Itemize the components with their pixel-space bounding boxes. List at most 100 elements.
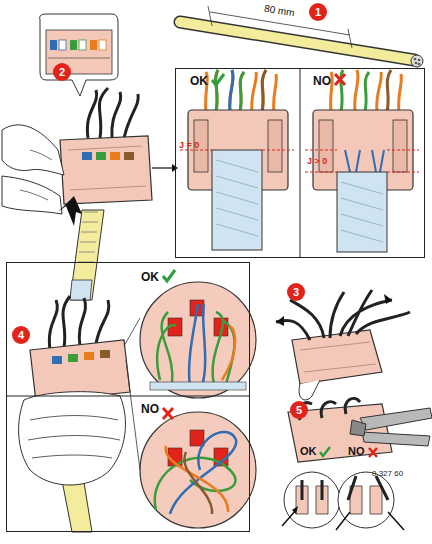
trim-detail-ok (292, 506, 298, 514)
comparison-panel: OK NO (6, 262, 250, 532)
zoom-circle-ok (222, 326, 235, 380)
zoom-circle-no (166, 446, 228, 512)
hand-with-connector (152, 167, 172, 168)
connector-with-cutter (362, 432, 430, 446)
connector-ok-view (268, 120, 282, 172)
no-cross (335, 74, 345, 85)
ok-check (212, 74, 224, 85)
connector-wire-twist (276, 290, 410, 400)
connector-ok-view (230, 70, 233, 112)
hand-with-connector (19, 296, 140, 532)
dimension-label: 80 mm (263, 4, 295, 19)
zoom-circle-no (184, 452, 212, 514)
hand-with-connector (78, 212, 98, 262)
hand-with-connector (87, 88, 138, 138)
dimension-line (348, 29, 352, 48)
hand-with-connector (124, 152, 134, 160)
connector-ok-view (262, 70, 266, 112)
connector-no-view (341, 182, 383, 242)
trim-detail-ok (302, 480, 322, 500)
zoom-inset (59, 40, 66, 50)
stripped-cable (415, 62, 418, 65)
connector-with-cutter (350, 420, 366, 436)
connector-ok-view (180, 70, 294, 250)
connector-ok-view (216, 70, 244, 112)
hand-with-connector (2, 88, 178, 300)
stripped-cable (180, 22, 414, 60)
zoom-inset (79, 40, 86, 50)
callout-number: 1 (309, 3, 327, 21)
connector-with-cutter (299, 398, 360, 420)
trim-detail-no (338, 472, 394, 528)
ok-heading: OK (141, 271, 159, 283)
callout-number: 3 (287, 283, 305, 301)
trim-detail-ok (282, 510, 296, 526)
hand-with-connector (2, 176, 62, 214)
zoom-inset (48, 58, 110, 59)
zoom-circle-ok (150, 382, 246, 390)
trim-detail-no (348, 476, 388, 500)
zoom-inset (50, 40, 57, 50)
comparison-panel: OKNOJ = 0J > 0 (175, 68, 425, 258)
hand-with-connector (124, 318, 140, 346)
zoom-inset (70, 40, 77, 50)
hand-with-connector (70, 210, 104, 300)
no-heading: NO (348, 446, 365, 457)
hand-with-connector (68, 146, 146, 190)
zoom-circle-no (190, 430, 204, 446)
zoom-inset (99, 40, 106, 50)
connector-no-view (345, 150, 384, 172)
hand-with-connector (126, 360, 140, 470)
ok-heading: OK (300, 446, 317, 457)
connector-wire-twist (292, 330, 382, 384)
callout-number: 2 (53, 63, 71, 81)
trim-detail-no (350, 486, 382, 514)
connector-ok-view (206, 70, 277, 112)
zoom-inset (90, 40, 97, 50)
panel-divider (300, 68, 301, 258)
zoom-circle-no (140, 412, 256, 528)
ok-heading: OK (190, 75, 208, 87)
ok-check (163, 74, 330, 456)
hand-with-connector (20, 150, 52, 200)
zoom-circle-ok (140, 282, 256, 398)
gap-note: J = 0 (179, 141, 199, 150)
connector-ok-view (262, 150, 294, 151)
connector-ok-view (216, 160, 258, 236)
hand-with-connector (70, 280, 92, 300)
trim-detail-no (336, 512, 404, 530)
connector-wire-twist (300, 342, 376, 372)
no-heading: NO (141, 403, 159, 415)
hand-with-connector (2, 125, 64, 175)
connector-with-cutter (288, 398, 432, 462)
no-heading: NO (313, 75, 331, 87)
connector-with-cutter (360, 408, 432, 430)
hand-with-connector (84, 352, 94, 360)
hand-with-connector (68, 354, 78, 362)
hand-with-connector (60, 136, 152, 204)
zoom-circle-ok (189, 304, 205, 386)
ok-check (163, 270, 175, 281)
panel-divider (6, 396, 250, 397)
connector-no-view (387, 150, 419, 151)
connector-no-view (337, 172, 387, 252)
connector-no-view (305, 70, 419, 252)
zoom-inset (40, 14, 118, 96)
trim-detail-ok (282, 472, 340, 528)
hand-with-connector (49, 296, 108, 350)
hand-with-connector (52, 356, 62, 364)
stripped-cable (180, 22, 414, 60)
callout-number: 5 (290, 401, 308, 419)
trim-detail-no (336, 472, 404, 530)
zoom-circle-no (155, 458, 236, 510)
no-cross (369, 448, 377, 457)
connector-no-view (331, 70, 402, 112)
zoom-inset (40, 14, 118, 96)
hand-with-connector (58, 196, 82, 226)
hand-with-connector (19, 392, 126, 485)
part-number: 0 327 60 (372, 470, 403, 478)
callout-number: 4 (12, 326, 30, 344)
hand-with-connector (82, 152, 92, 160)
ok-check (320, 447, 330, 456)
